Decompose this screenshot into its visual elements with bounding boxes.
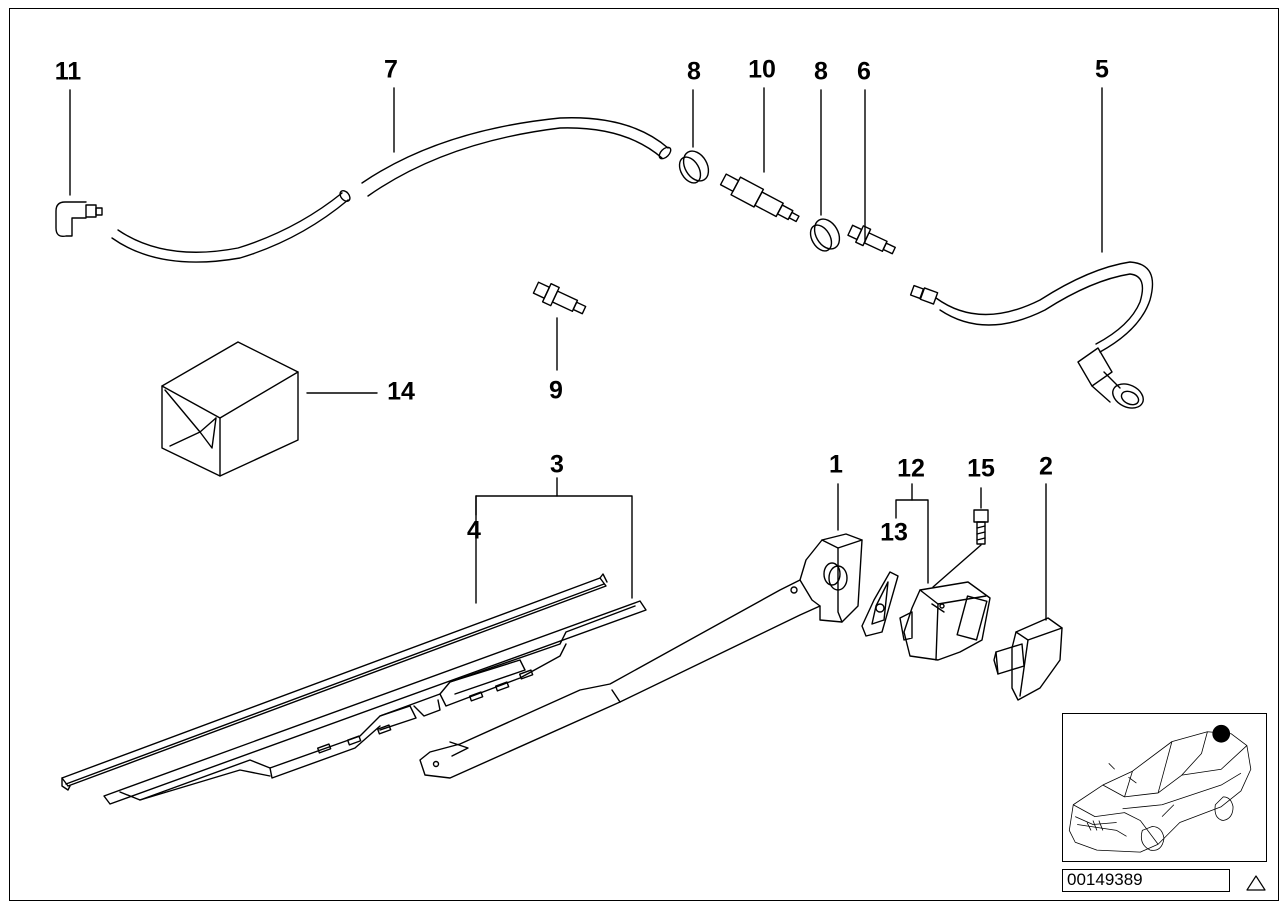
callout-5: 5	[1095, 55, 1109, 84]
vehicle-location-inset	[1062, 713, 1267, 862]
warning-triangle-icon	[1246, 875, 1266, 891]
callout-10: 10	[748, 55, 776, 84]
part-3-wiper-blade	[103, 600, 647, 805]
callout-4: 4	[467, 516, 481, 545]
leader-lines	[69, 87, 1103, 621]
part-6-connector	[847, 224, 896, 255]
callout-11: 11	[54, 57, 82, 86]
part-9-connector	[532, 281, 587, 315]
callout-8: 8	[687, 57, 701, 86]
callout-15: 15	[967, 454, 995, 483]
callout-14: 14	[387, 377, 415, 406]
part-15-screw	[973, 509, 989, 545]
callout-2: 2	[1039, 452, 1053, 481]
part-7-hose	[111, 117, 672, 263]
part-2-cap	[993, 617, 1063, 701]
vehicle-location-icon	[1068, 724, 1252, 853]
callout-13: 13	[880, 518, 908, 547]
diagram-frame	[9, 8, 1279, 901]
part-4-blade-insert	[61, 573, 608, 791]
callout-9: 9	[549, 376, 563, 405]
part-1-wiper-arm	[419, 533, 863, 779]
callout-8-second: 8	[814, 57, 828, 86]
part-5-hose	[909, 261, 1154, 409]
callout-6: 6	[857, 57, 871, 86]
document-number: 00149389	[1062, 869, 1230, 892]
part-8-clamp-b	[809, 218, 841, 252]
callout-1: 1	[829, 450, 843, 479]
part-13-gasket	[861, 571, 899, 637]
callout-7: 7	[384, 55, 398, 84]
part-10-check-valve	[719, 173, 800, 223]
part-8-clamp-a	[678, 150, 710, 184]
callout-3: 3	[550, 450, 564, 479]
part-12-mount	[899, 581, 991, 661]
part-11-elbow	[55, 201, 103, 238]
part-14-box	[161, 341, 299, 477]
callout-12: 12	[897, 454, 925, 483]
